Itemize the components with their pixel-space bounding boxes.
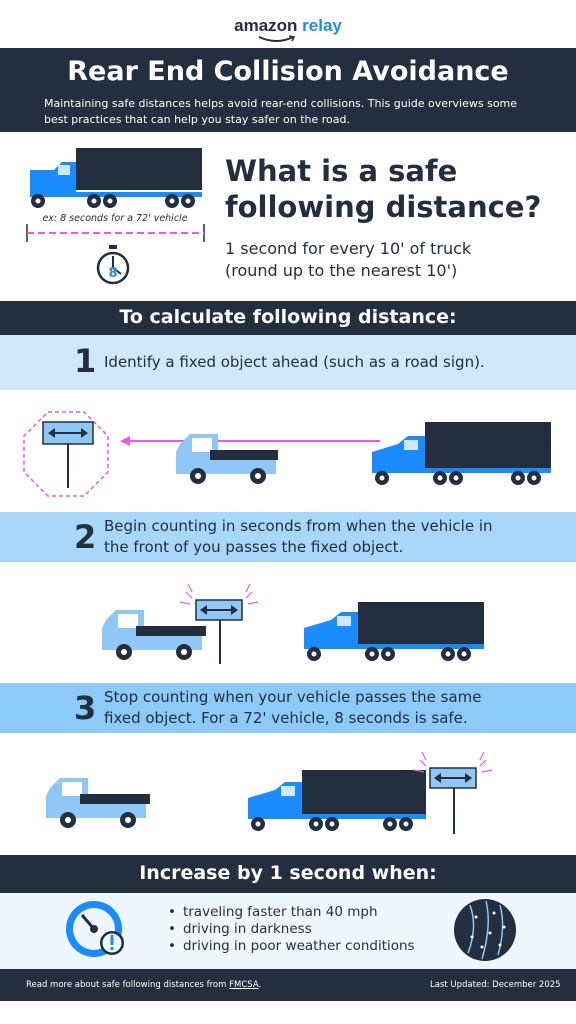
condition-item-weather: driving in poor weather conditions <box>168 938 415 955</box>
step-2-band <box>0 512 576 562</box>
stopwatch-value: 8 <box>108 266 118 281</box>
step-3-text: Stop counting when your vehicle passes t… <box>104 687 564 729</box>
step-1-illustration <box>23 411 551 497</box>
speedometer-warning-icon <box>66 901 124 957</box>
read-more-suffix: . <box>258 980 262 990</box>
logo-brand: amazon <box>234 16 298 35</box>
calculate-heading-bar <box>0 301 576 335</box>
step-1-text: Identify a fixed object ahead (such as a… <box>104 352 564 373</box>
example-label: ex: 8 seconds for a 72' vehicle <box>42 213 188 224</box>
read-more-prefix: Read more about safe following distances… <box>26 980 230 990</box>
increase-conditions-list: traveling faster than 40 mph driving in … <box>168 904 415 955</box>
step-3-illustration <box>46 751 493 834</box>
condition-item-darkness: driving in darkness <box>168 921 415 938</box>
step-2-line-1: Begin counting in seconds from when the … <box>104 517 493 535</box>
safe-distance-answer: 1 second for every 10' of truck (round u… <box>225 238 565 282</box>
header-banner <box>0 48 576 132</box>
stopwatch-icon <box>96 245 130 285</box>
increase-heading: Increase by 1 second when: <box>139 862 437 884</box>
last-updated: Last Updated: December 2025 <box>430 980 561 990</box>
amazon-smile-icon <box>258 35 296 42</box>
answer-line-2: (round up to the nearest 10') <box>225 261 458 280</box>
question-line-2: following distance? <box>225 190 542 224</box>
safe-distance-question: What is a safe following distance? <box>225 153 565 225</box>
step-3-line-1: Stop counting when your vehicle passes t… <box>104 688 482 706</box>
question-line-1: What is a safe <box>225 154 458 188</box>
step-2-illustration <box>102 583 484 664</box>
calculate-heading: To calculate following distance: <box>119 306 457 328</box>
page-title: Rear End Collision Avoidance <box>67 56 509 87</box>
step-3-band <box>0 683 576 733</box>
logo-product: relay <box>302 16 342 35</box>
step-2-number: 2 <box>74 518 97 556</box>
step-3-line-2: fixed object. For a 72' vehicle, 8 secon… <box>104 709 468 727</box>
page-subtitle: Maintaining safe distances helps avoid r… <box>44 97 518 126</box>
step-1-band <box>0 335 576 390</box>
step-1-number: 1 <box>74 342 97 380</box>
step-2-text: Begin counting in seconds from when the … <box>104 516 564 558</box>
fmcsa-link[interactable]: FMCSA <box>229 980 259 990</box>
answer-line-1: 1 second for every 10' of truck <box>225 239 472 258</box>
semi-truck-illustration <box>30 148 202 208</box>
step-1-line-1: Identify a fixed object ahead (such as a… <box>104 353 485 371</box>
read-more-text: Read more about safe following distances… <box>26 980 261 990</box>
measurement-line <box>26 224 205 242</box>
footer-bar <box>0 969 576 1001</box>
amazon-relay-logo: amazon relay <box>0 16 576 36</box>
step-3-number: 3 <box>74 689 97 727</box>
night-weather-icon <box>454 899 516 961</box>
condition-item-speed: traveling faster than 40 mph <box>168 904 415 921</box>
step-2-line-2: the front of you passes the fixed object… <box>104 538 404 556</box>
increase-heading-bar <box>0 855 576 893</box>
